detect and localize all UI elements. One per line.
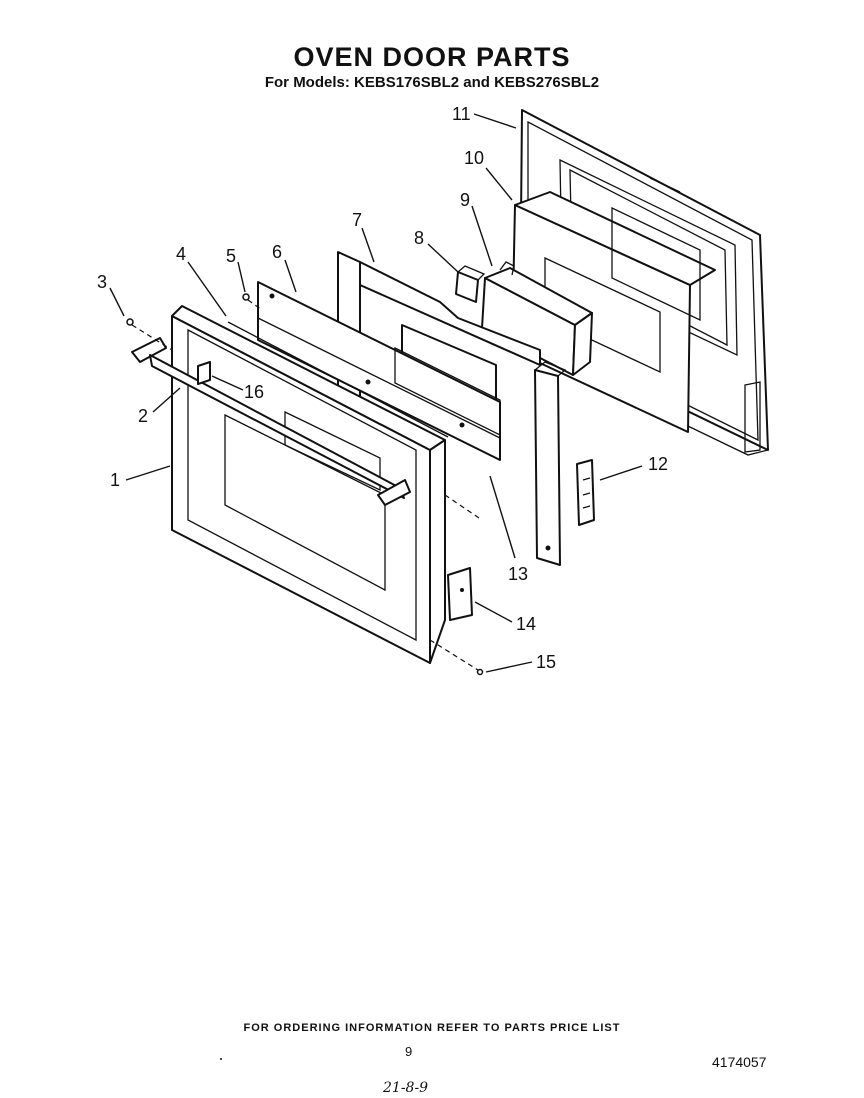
part-12-hinge-bracket: [576, 459, 595, 526]
leader-line-11: [473, 113, 517, 129]
leader-line-08: [427, 243, 459, 273]
leader-line-13: [489, 475, 516, 559]
callout-07: 7: [352, 210, 362, 230]
assembly-line: [131, 324, 173, 351]
callout-03: 3: [97, 272, 107, 292]
leader-line-03: [109, 287, 125, 317]
assembly-line: [247, 299, 263, 311]
part-05-screw: [242, 293, 250, 301]
leader-line-07: [361, 227, 375, 263]
leader-line-04: [187, 261, 227, 317]
part-15-screw: [476, 668, 484, 676]
part-06-top-channel: [257, 281, 501, 461]
callout-12: 12: [648, 454, 668, 474]
assembly-line: [444, 494, 483, 521]
page-title: OVEN DOOR PARTS: [293, 42, 571, 72]
page-number: 9: [405, 1044, 413, 1059]
part-09-insulation: [481, 261, 593, 376]
callout-05: 5: [226, 246, 236, 266]
scan-speck: [220, 1058, 222, 1060]
part-03-screw: [126, 318, 134, 326]
part-16-clip: [197, 361, 211, 385]
callout-15: 15: [536, 652, 556, 672]
callout-10: 10: [464, 148, 484, 168]
page-subtitle: For Models: KEBS176SBL2 and KEBS276SBL2: [264, 74, 600, 91]
callout-04: 4: [176, 244, 186, 264]
leader-line-05: [237, 261, 246, 293]
leader-line-01: [125, 465, 171, 481]
callout-11: 11: [452, 104, 471, 124]
leader-line-09: [471, 205, 493, 267]
leader-line-15: [485, 661, 533, 673]
exploded-parts-diagram: 1 2 3 4 5 6 7 8 9 10 11 12 13 14 15 16: [97, 104, 769, 676]
leader-line-16: [211, 375, 244, 391]
callout-16: 16: [244, 382, 264, 402]
callout-09: 9: [460, 190, 470, 210]
leader-line-14: [474, 601, 513, 623]
part-14-lower-bracket: [447, 567, 473, 621]
document-number: 4174057: [712, 1054, 767, 1070]
part-04-trim: [227, 321, 449, 438]
ordering-note: FOR ORDERING INFORMATION REFER TO PARTS …: [243, 1022, 621, 1034]
leader-line-10: [485, 167, 513, 201]
handwritten-note: 21-8-9: [383, 1080, 429, 1096]
callout-06: 6: [272, 242, 282, 262]
callout-14: 14: [516, 614, 536, 634]
callout-02: 2: [138, 406, 148, 426]
assembly-line: [429, 639, 479, 671]
callout-08: 8: [414, 228, 424, 248]
leader-line-02: [152, 387, 181, 413]
callout-13: 13: [508, 564, 528, 584]
callout-01: 1: [110, 470, 120, 490]
leader-line-06: [284, 259, 297, 293]
part-08-bracket: [455, 265, 486, 303]
leader-line-12: [599, 465, 643, 481]
part-02-handle: [131, 337, 411, 506]
